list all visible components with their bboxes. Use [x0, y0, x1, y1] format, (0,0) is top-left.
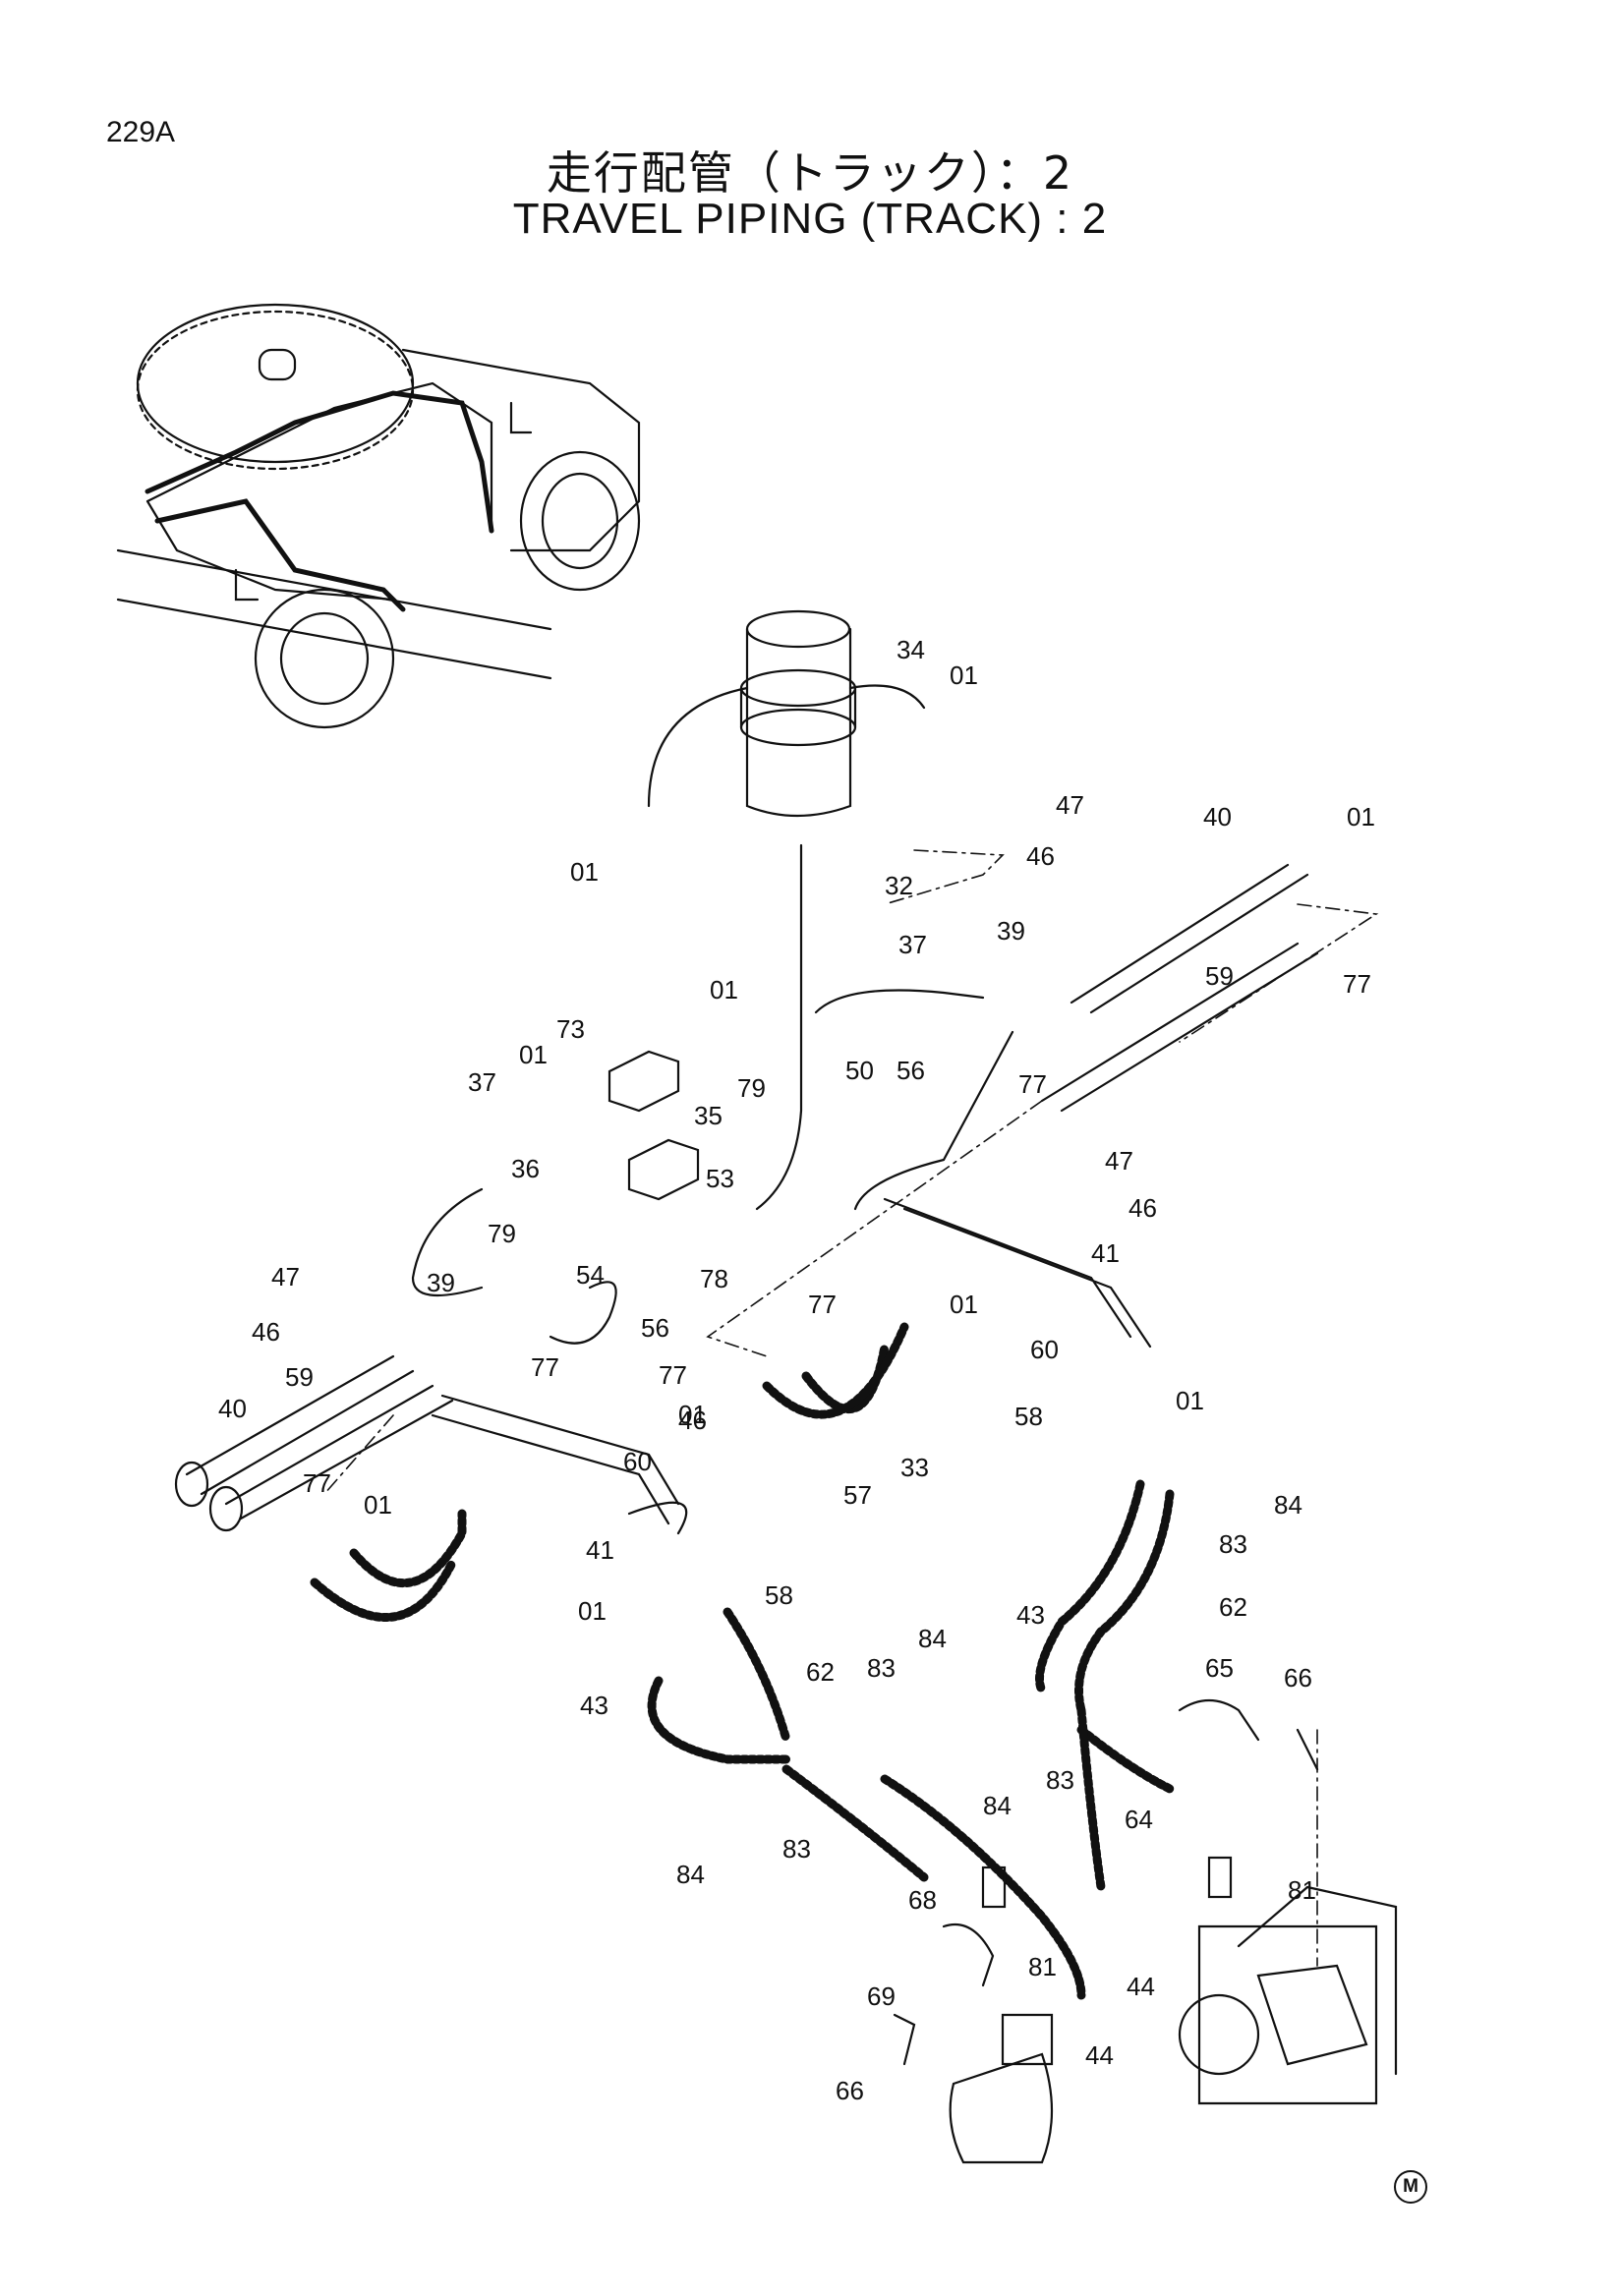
- callout-65: 65: [1205, 1653, 1234, 1683]
- callout-01: 01: [1176, 1386, 1204, 1415]
- callout-66: 66: [836, 2076, 864, 2105]
- callout-62: 62: [806, 1657, 835, 1687]
- callout-56: 56: [641, 1313, 669, 1343]
- callout-43: 43: [580, 1691, 608, 1720]
- callout-79: 79: [488, 1219, 516, 1248]
- callout-35: 35: [694, 1101, 723, 1130]
- callout-39: 39: [427, 1268, 455, 1297]
- callout-33: 33: [900, 1453, 929, 1482]
- callout-56: 56: [897, 1056, 925, 1085]
- callout-73: 73: [556, 1014, 585, 1044]
- callout-50: 50: [845, 1056, 874, 1085]
- callout-01: 01: [364, 1490, 392, 1520]
- callout-40: 40: [1203, 802, 1232, 832]
- callout-43: 43: [1016, 1600, 1045, 1630]
- callout-01: 01: [678, 1400, 707, 1429]
- callout-77: 77: [1343, 969, 1371, 999]
- callout-84: 84: [1274, 1490, 1302, 1520]
- callout-84: 84: [983, 1791, 1012, 1820]
- callout-62: 62: [1219, 1592, 1247, 1622]
- callout-83: 83: [782, 1834, 811, 1864]
- callout-53: 53: [706, 1164, 734, 1193]
- title-english: TRAVEL PIPING (TRACK) : 2: [512, 195, 1108, 243]
- callout-37: 37: [898, 930, 927, 959]
- callout-46: 46: [252, 1317, 280, 1347]
- callout-01: 01: [519, 1040, 548, 1069]
- callout-77: 77: [531, 1352, 559, 1382]
- callout-78: 78: [700, 1264, 728, 1293]
- callout-40: 40: [218, 1394, 247, 1423]
- callout-47: 47: [1105, 1146, 1133, 1176]
- callout-84: 84: [918, 1624, 947, 1653]
- callout-60: 60: [1030, 1335, 1059, 1364]
- callout-58: 58: [1014, 1402, 1043, 1431]
- callout-69: 69: [867, 1981, 896, 2011]
- callout-59: 59: [285, 1362, 314, 1392]
- callout-41: 41: [1091, 1238, 1120, 1268]
- callout-83: 83: [867, 1653, 896, 1683]
- callout-58: 58: [765, 1580, 793, 1610]
- page-code: 229A: [106, 116, 176, 148]
- callout-57: 57: [843, 1480, 872, 1510]
- callout-01: 01: [570, 857, 599, 887]
- callout-32: 32: [885, 871, 913, 900]
- callout-39: 39: [997, 916, 1025, 946]
- callout-01: 01: [950, 1290, 978, 1319]
- callout-77: 77: [303, 1468, 331, 1498]
- model-mark: M: [1394, 2170, 1427, 2204]
- callout-46: 46: [1026, 841, 1055, 871]
- callout-44: 44: [1085, 2040, 1114, 2070]
- callout-01: 01: [950, 660, 978, 690]
- travel-motor: [1178, 1885, 1398, 2105]
- title-japanese: 走行配管（トラック）：2: [546, 146, 1074, 200]
- callout-47: 47: [1056, 790, 1084, 820]
- callout-77: 77: [659, 1360, 687, 1390]
- center-joint: [739, 609, 857, 818]
- callout-81: 81: [1288, 1875, 1316, 1905]
- callout-83: 83: [1219, 1529, 1247, 1559]
- callout-64: 64: [1125, 1805, 1153, 1834]
- callout-01: 01: [578, 1596, 607, 1626]
- callout-01: 01: [710, 975, 738, 1004]
- callout-36: 36: [511, 1154, 540, 1183]
- callout-81: 81: [1028, 1952, 1057, 1981]
- callout-66: 66: [1284, 1663, 1312, 1693]
- callout-41: 41: [586, 1535, 614, 1565]
- callout-79: 79: [737, 1073, 766, 1103]
- callout-84: 84: [676, 1860, 705, 1889]
- callout-54: 54: [576, 1260, 605, 1290]
- callout-34: 34: [897, 635, 925, 664]
- callout-77: 77: [1018, 1069, 1047, 1099]
- callout-60: 60: [623, 1447, 652, 1476]
- callout-37: 37: [468, 1067, 496, 1097]
- callout-83: 83: [1046, 1765, 1074, 1795]
- callout-59: 59: [1205, 961, 1234, 991]
- callout-01: 01: [1347, 802, 1375, 832]
- callouts: 34 01 47 40 01 46 32 01 39 37 59 77 01 7…: [218, 635, 1375, 2105]
- callout-68: 68: [908, 1885, 937, 1915]
- callout-44: 44: [1127, 1972, 1155, 2001]
- machine-overview-inset: [116, 303, 641, 729]
- callout-77: 77: [808, 1290, 837, 1319]
- callout-46: 46: [1128, 1193, 1157, 1223]
- callout-46: 46: [678, 1406, 707, 1435]
- callout-47: 47: [271, 1262, 300, 1292]
